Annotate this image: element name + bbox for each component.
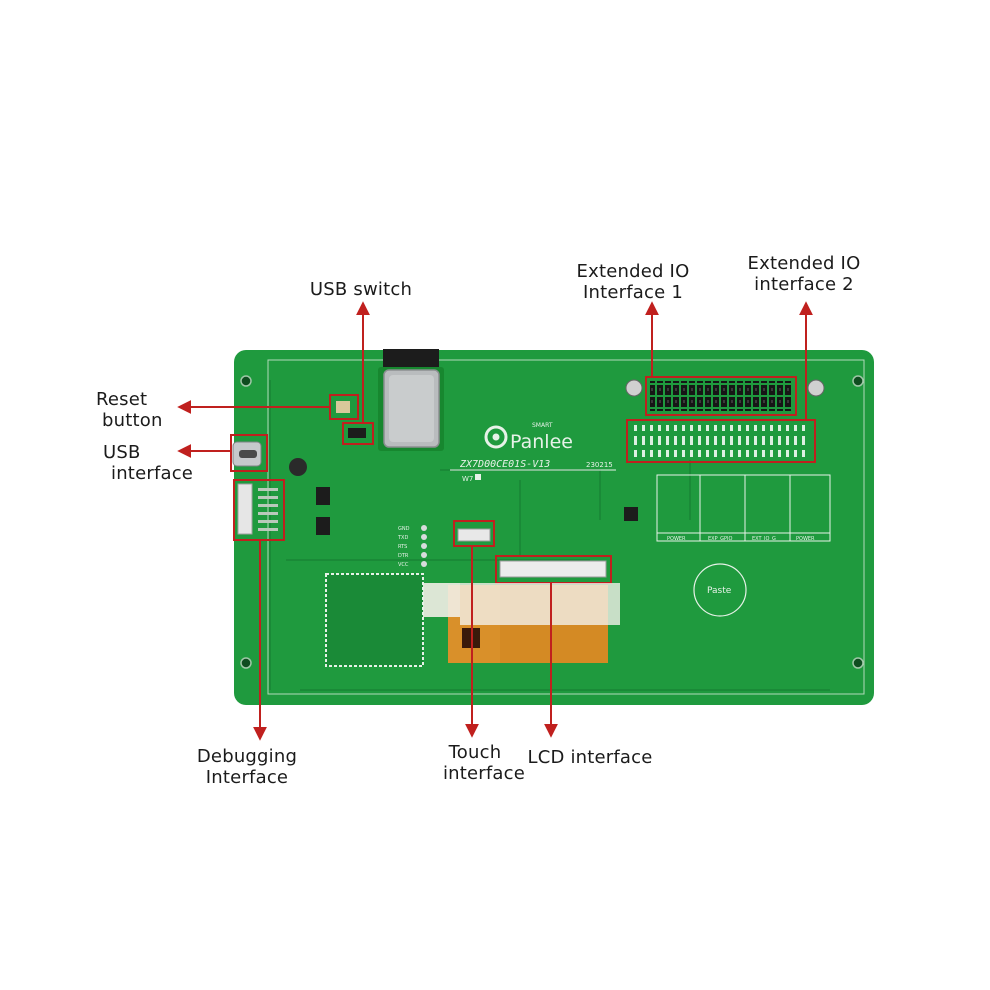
- label-extended-io-1: Extended IO Interface 1: [576, 261, 690, 303]
- mounting-holes: [240, 375, 864, 669]
- wifi-module: [378, 349, 444, 451]
- svg-text:EXT_IO_G: EXT_IO_G: [752, 536, 776, 542]
- svg-text:RTS: RTS: [398, 544, 407, 550]
- extended-io-header-1: [625, 376, 825, 416]
- svg-text:GND: GND: [398, 526, 410, 532]
- label-debugging-interface: Debugging Interface: [196, 746, 298, 788]
- svg-text:TXD: TXD: [397, 535, 408, 541]
- svg-text:EXP_GPIO: EXP_GPIO: [708, 536, 732, 542]
- date-code: 230215: [586, 461, 613, 469]
- brand-logo: Panlee SMART: [484, 422, 573, 453]
- label-touch-interface: Touch interface: [442, 742, 526, 784]
- label-extended-io-2: Extended IO interface 2: [747, 253, 861, 295]
- svg-text:Panlee: Panlee: [510, 431, 573, 453]
- label-usb-interface: USB interface: [103, 442, 194, 484]
- label-usb-switch: USB switch: [309, 279, 413, 300]
- svg-text:POWER: POWER: [667, 536, 686, 542]
- svg-text:Paste: Paste: [707, 586, 732, 596]
- touch-connector: [453, 520, 495, 547]
- svg-text:SMART: SMART: [532, 422, 553, 429]
- debug-header: [233, 479, 285, 541]
- usb-c-connector: [230, 434, 268, 472]
- svg-text:VCC: VCC: [398, 562, 409, 568]
- lcd-connector: [495, 555, 612, 584]
- label-lcd-interface: LCD interface: [527, 747, 653, 768]
- callout-arrows: [177, 301, 813, 741]
- svg-text:POWER: POWER: [796, 536, 815, 542]
- pin-map-table: POWER EXP_GPIO EXT_IO_G POWER: [656, 474, 831, 542]
- paste-area: Paste: [693, 563, 747, 617]
- flex-cables: [420, 583, 620, 663]
- extended-io-header-2: [626, 419, 816, 463]
- sticker: W7: [462, 474, 481, 483]
- test-pads: GND TXD RTS DTR VCC: [397, 525, 427, 568]
- svg-text:W7: W7: [462, 475, 473, 483]
- model-number: ZX7D00CE01S-V13: [459, 459, 550, 470]
- svg-text:DTR: DTR: [398, 553, 409, 559]
- usb-switch-component: [342, 422, 374, 445]
- label-reset-button: Reset button: [96, 389, 163, 431]
- rf-shield: [325, 573, 424, 667]
